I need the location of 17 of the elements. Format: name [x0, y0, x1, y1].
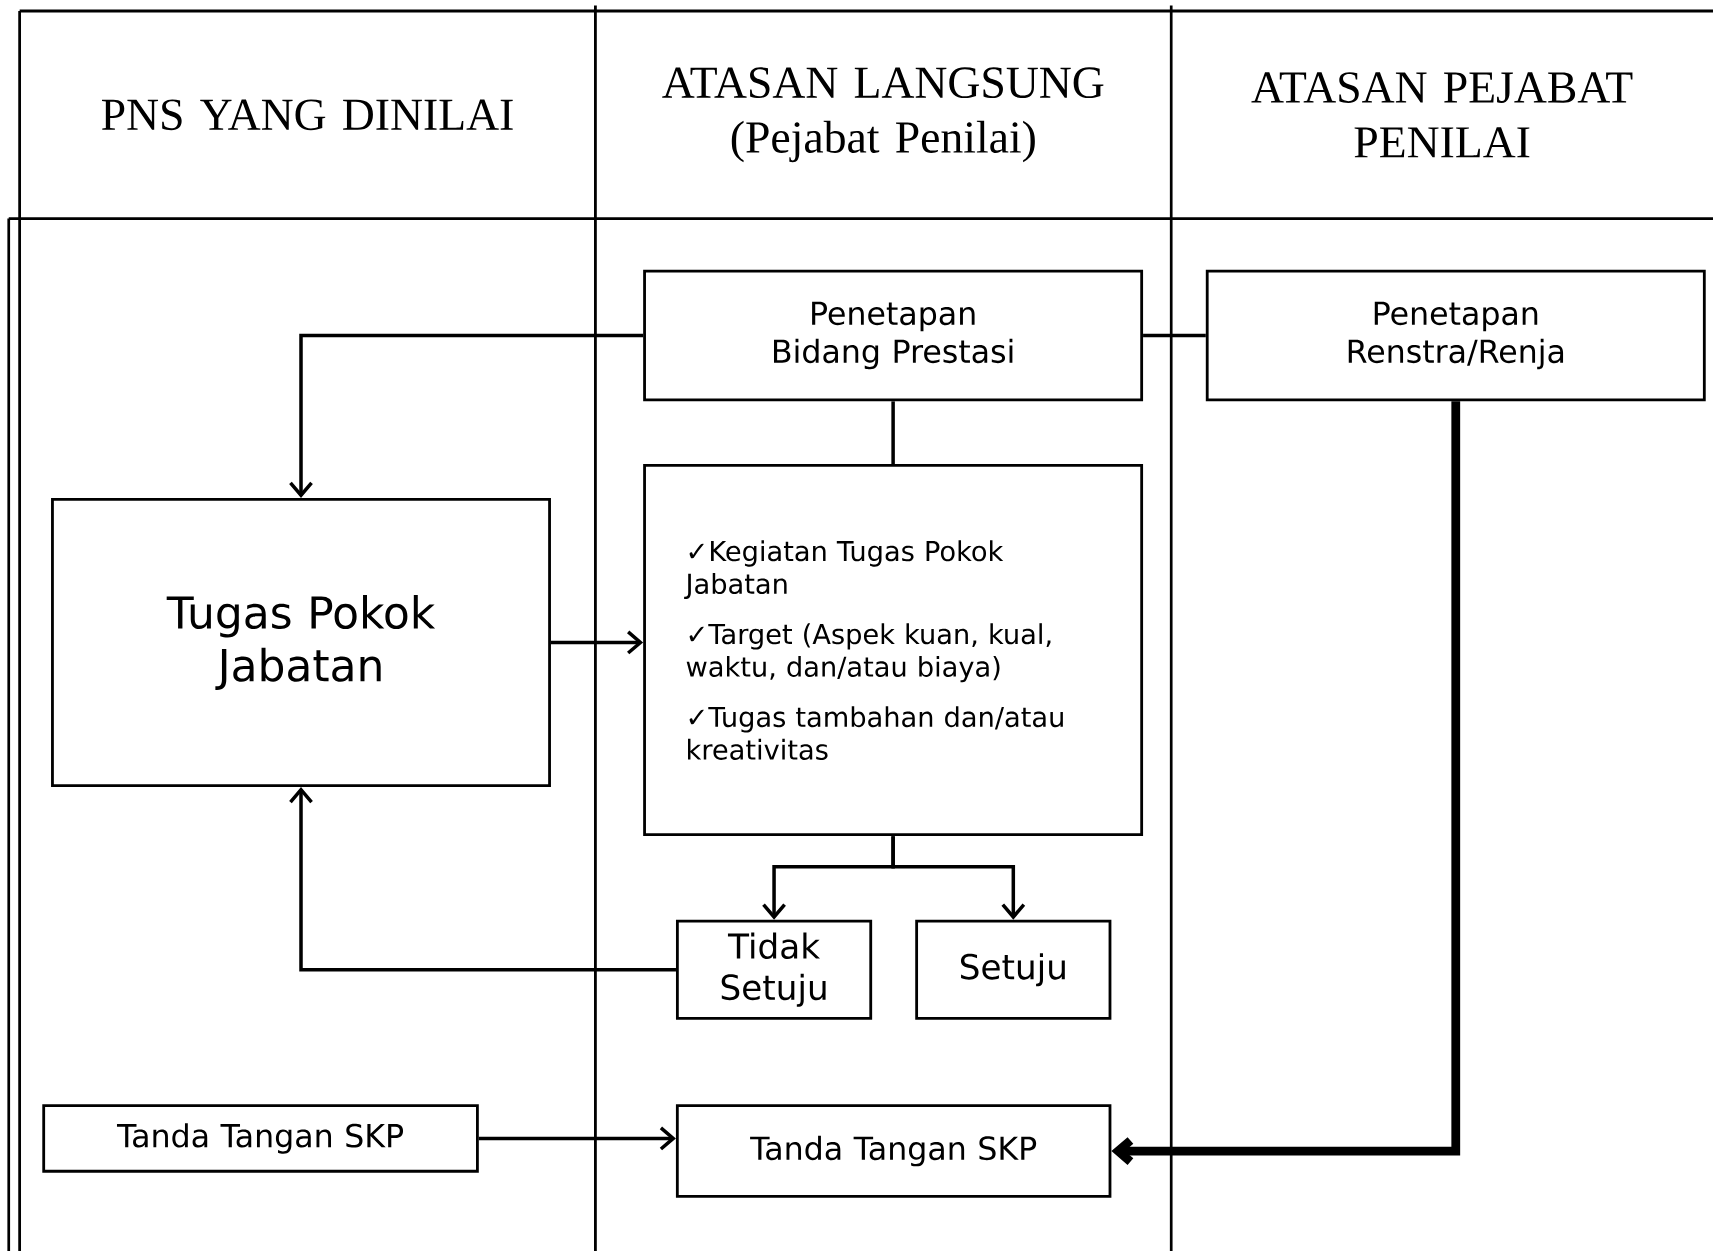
- process-box: Penetapan Bidang Prestasi: [643, 269, 1144, 402]
- decision-box: Tidak Setuju: [675, 919, 873, 1020]
- arrow: [891, 836, 1026, 920]
- process-box: Penetapan Renstra/Renja: [1205, 269, 1706, 402]
- process-box: Tanda Tangan SKP: [42, 1104, 479, 1173]
- arrow: [550, 630, 644, 655]
- column-header: PNS YANG DINILAI: [102, 99, 513, 131]
- arrow: [1111, 401, 1461, 1165]
- arrow: [289, 333, 644, 498]
- column-header: ATASAN LANGSUNG (Pejabat Penilai): [662, 67, 1104, 163]
- arrow: [289, 787, 676, 972]
- decision-box: Setuju: [915, 919, 1112, 1020]
- checklist-box: ✓Kegiatan Tugas Pokok Jabatan ✓Target (Aspek kuan, kual, waktu, dan/atau biaya) ✓Tugas tambahan dan/atau kreativitas: [643, 464, 1144, 837]
- process-box: Tanda Tangan SKP: [675, 1104, 1112, 1198]
- process-box: Tugas Pokok Jabatan: [51, 497, 551, 788]
- arrow: [478, 1126, 676, 1151]
- column-header: ATASAN PEJABAT PENILAI: [1251, 72, 1633, 158]
